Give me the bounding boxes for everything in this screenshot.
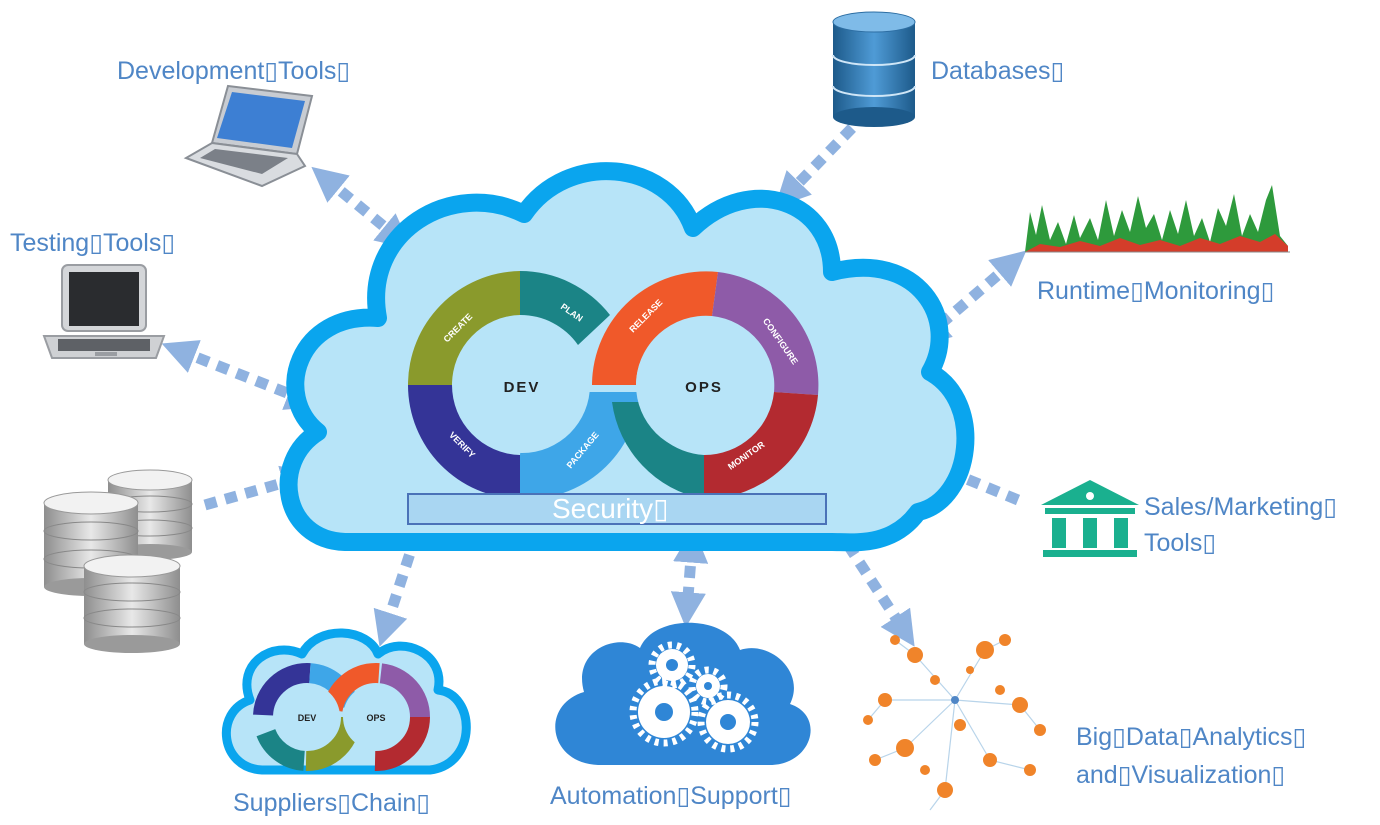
storage-databases-icon [43,469,193,653]
arrow-automation [670,527,709,628]
big-data-label-line2: and▯Visualization▯ [1076,761,1286,789]
testing-tools-label: Testing▯Tools▯ [10,229,176,257]
monitor-segment [704,392,818,500]
development-laptop-icon [183,84,314,188]
dev-center [454,317,590,453]
suppliers-ops-label: OPS [366,713,385,723]
arrow-big-data [843,541,915,647]
ops-ring [592,271,819,500]
devops-loop: DEV OPS CREATE PLAN VERIFY PACKAGE RELEA… [408,271,819,500]
suppliers-cloud-icon: DEV OPS [221,628,471,775]
arrow-databases [774,124,856,208]
loop-teal-bottom [612,402,704,499]
development-tools-label: Development▯Tools▯ [117,57,351,85]
databases-icon [832,11,916,127]
arrow-development-tools [311,166,412,250]
arrow-testing-tools [161,340,322,410]
databases-label: Databases▯ [931,57,1065,85]
runtime-monitoring-label: Runtime▯Monitoring▯ [1037,277,1275,305]
package-band [520,392,640,500]
automation-gears-cloud-icon [555,622,811,765]
bank-icon [1041,480,1139,557]
big-data-label-line1: Big▯Data▯Analytics▯ [1076,723,1307,751]
security-label: Security▯ [552,493,669,524]
create-segment [408,271,520,385]
verify-segment [408,385,520,499]
suppliers-dev-label: DEV [298,713,317,723]
automation-support-label: Automation▯Support▯ [550,782,792,810]
sales-marketing-label-line1: Sales/Marketing▯ [1144,493,1338,521]
suppliers-chain-label: Suppliers▯Chain▯ [233,789,431,817]
dev-ring [408,271,640,500]
ops-center [636,317,772,453]
plan-segment [520,271,610,345]
big-data-network-icon [863,634,1046,811]
sales-marketing-label-line2: Tools▯ [1144,529,1217,557]
dev-label: DEV [504,379,541,396]
arrow-suppliers [373,533,422,647]
security-bar [407,493,827,525]
testing-laptop-icon [42,264,166,359]
arrow-storage [203,465,317,511]
configure-segment [712,272,819,395]
runtime-monitoring-chart-icon [1025,185,1290,253]
release-segment [592,271,718,385]
ops-label: OPS [685,379,723,396]
